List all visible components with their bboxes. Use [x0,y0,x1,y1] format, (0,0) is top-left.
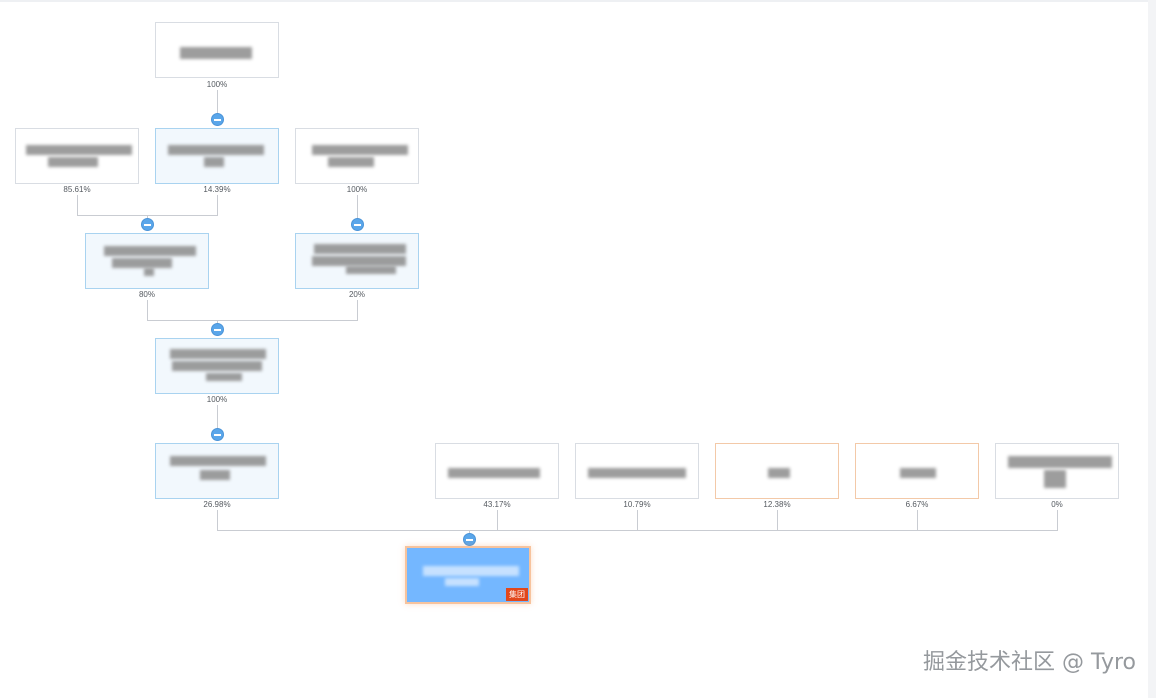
redacted-name [768,468,790,478]
connector [1057,510,1058,530]
collapse-toggle-icon[interactable] [463,533,476,546]
redacted-name [312,256,406,266]
watermark-text: 掘金技术社区 @ Tyro [922,650,1136,675]
group-tag: 集团 [506,588,528,601]
redacted-name [1008,456,1112,468]
redacted-name [144,268,154,276]
org-node-l5[interactable] [155,443,279,499]
connector [637,510,638,530]
collapse-toggle-icon[interactable] [211,428,224,441]
connector [147,320,358,321]
share-percent-root: 100% [206,80,228,89]
redacted-name [104,246,196,256]
connector [77,195,78,215]
org-node-l2a[interactable] [15,128,139,184]
redacted-name [112,258,172,268]
org-node-l4[interactable] [155,338,279,394]
redacted-name [168,145,264,155]
share-percent-s2: 10.79% [623,500,651,509]
redacted-name [1044,470,1066,488]
share-percent-l3b: 20% [348,290,365,299]
top-border [0,0,1156,2]
redacted-name [26,145,132,155]
connector [357,300,358,320]
redacted-name [448,468,540,478]
redacted-name [588,468,686,478]
share-percent-s1: 43.17% [483,500,511,509]
org-node-l3a[interactable] [85,233,209,289]
org-node-l2b[interactable] [155,128,279,184]
share-percent-s5: 0% [1051,500,1063,509]
connector [217,510,218,530]
redacted-name [328,157,374,167]
redacted-name [200,470,230,480]
connector [357,195,358,225]
redacted-name [170,349,266,359]
share-percent-l3a: 80% [138,290,155,299]
org-node-s3[interactable] [715,443,839,499]
share-percent-l2a: 85.61% [63,185,91,194]
share-percent-l4: 100% [206,395,228,404]
connector [217,195,218,215]
share-percent-l5: 26.98% [203,500,231,509]
connector [917,510,918,530]
org-node-l2c[interactable] [295,128,419,184]
share-percent-l2c: 100% [346,185,368,194]
connector [217,530,1058,531]
org-node-s2[interactable] [575,443,699,499]
redacted-name [170,456,266,466]
share-percent-l2b: 14.39% [203,185,231,194]
connector [217,90,218,120]
scrollbar-track[interactable] [1148,0,1156,698]
redacted-name [314,244,406,254]
collapse-toggle-icon[interactable] [351,218,364,231]
collapse-toggle-icon[interactable] [141,218,154,231]
redacted-name [346,266,396,274]
redacted-name [48,157,98,167]
connector [147,300,148,320]
org-node-group[interactable]: 集团 [405,546,531,604]
redacted-name [206,373,242,381]
collapse-toggle-icon[interactable] [211,323,224,336]
redacted-name [900,468,936,478]
org-node-s4[interactable] [855,443,979,499]
connector [497,510,498,530]
redacted-name [204,157,224,167]
redacted-name [423,566,519,576]
redacted-name [172,361,262,371]
redacted-name [180,47,252,59]
collapse-toggle-icon[interactable] [211,113,224,126]
connector [217,405,218,435]
redacted-name [312,145,408,155]
org-node-l3b[interactable] [295,233,419,289]
share-percent-s3: 12.38% [763,500,791,509]
redacted-name [445,578,479,586]
share-percent-s4: 6.67% [905,500,929,509]
org-node-s1[interactable] [435,443,559,499]
connector [777,510,778,530]
org-node-root[interactable] [155,22,279,78]
org-node-s5[interactable] [995,443,1119,499]
